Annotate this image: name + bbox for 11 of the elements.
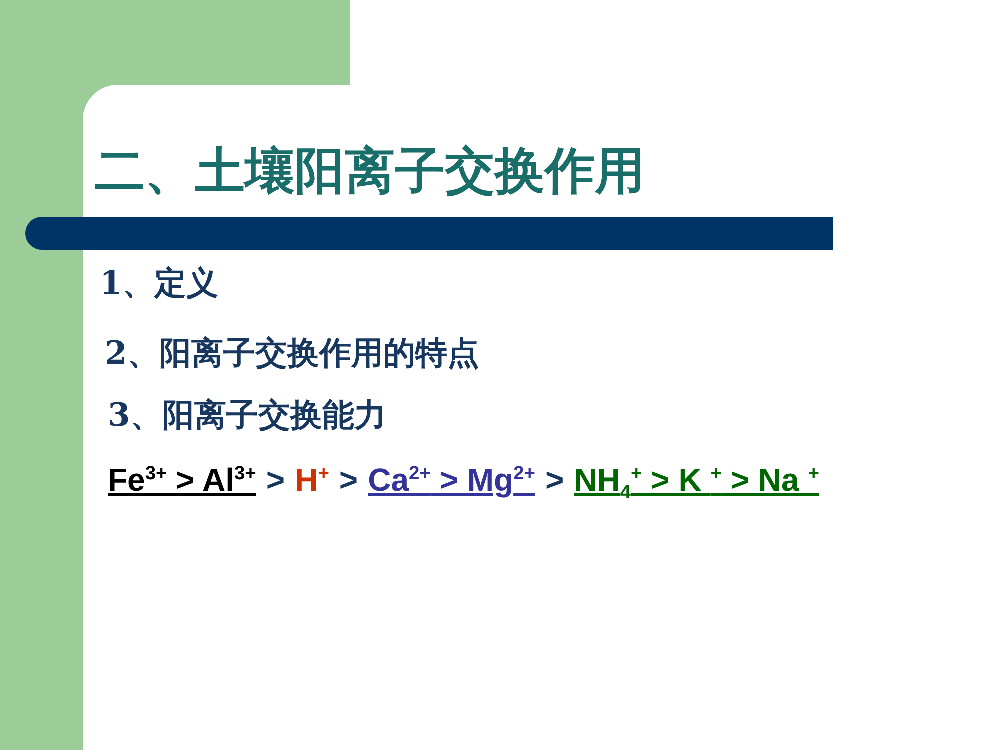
ion-sequence-text: Fe$^{3+}$ > Al$^{3+}$	[108, 462, 256, 499]
greater-than-sign: >	[266, 462, 286, 499]
ion-sequence-text: NH$_{4}$$^{+}$ > K $^{+}$ > Na $^{+}$	[574, 462, 820, 504]
section-heading: 3、阳离子交换能力	[108, 395, 386, 436]
greater-than-sign: >	[339, 462, 358, 499]
greater-than-sign: H$^{+}$	[295, 462, 330, 499]
ion-sequence-text: Ca$^{2+}$ > Mg$^{2+}$	[368, 462, 536, 499]
slide-title: 二、土壤阳离子交换作用	[95, 141, 645, 202]
section-heading: 2、阳离子交换作用的特点	[105, 333, 480, 374]
section-heading: 1、定义	[100, 263, 218, 304]
greater-than-sign: >	[545, 462, 564, 499]
